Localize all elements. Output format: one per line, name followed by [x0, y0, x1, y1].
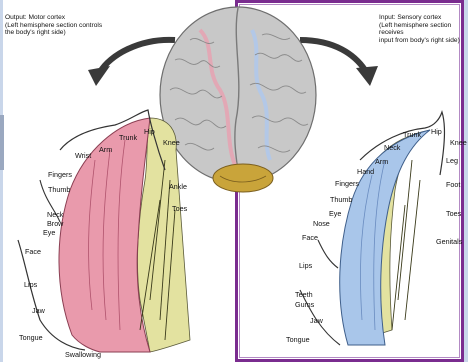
sensory-label-foot: Foot: [446, 181, 460, 188]
sensory-label-hand: Hand: [357, 168, 374, 175]
sensory-label-toes: Toes: [446, 210, 461, 217]
motor-label-jaw: Jaw: [32, 307, 45, 314]
sensory-label-neck: Neck: [384, 144, 400, 151]
sensory-label-eye: Eye: [329, 210, 341, 217]
motor-label-thumb: Thumb: [48, 186, 70, 193]
motor-label-eye: Eye: [43, 229, 55, 236]
sensory-label-jaw: Jaw: [310, 317, 323, 324]
motor-label-toes: Toes: [172, 205, 187, 212]
motor-cortex-title: Output: Motor cortex (Left hemisphere se…: [5, 14, 102, 37]
motor-label-swallowing: Swallowing: [65, 351, 101, 358]
motor-label-arm: Arm: [99, 146, 112, 153]
sensory-label-knee: Knee: [450, 139, 467, 146]
sensory-label-gums: Gums: [295, 301, 314, 308]
motor-title-line-2: (Left hemisphere section controls: [5, 22, 102, 30]
motor-label-neck: Neck: [47, 211, 63, 218]
slide-tab-left: [0, 115, 4, 170]
sensory-label-nose: Nose: [313, 220, 330, 227]
sensory-label-lips: Lips: [299, 262, 312, 269]
sensory-label-thumb: Thumb: [330, 196, 352, 203]
motor-title-line-1: Output: Motor cortex: [5, 14, 102, 22]
motor-label-wrist: Wrist: [75, 152, 91, 159]
sensory-title-line-1: Input: Sensory cortex: [379, 14, 468, 22]
motor-label-knee: Knee: [163, 139, 180, 146]
motor-arrow-head: [88, 66, 110, 86]
sensory-label-leg: Leg: [446, 157, 458, 164]
cerebellum: [213, 164, 273, 192]
motor-label-fingers: Fingers: [48, 171, 72, 178]
motor-label-hip: Hip: [144, 128, 155, 135]
sensory-title-line-3: input from body's right side): [379, 37, 468, 45]
sensory-label-genitals: Genitals: [436, 238, 462, 245]
motor-label-face: Face: [25, 248, 41, 255]
motor-label-tongue: Tongue: [19, 334, 43, 341]
sensory-label-teeth: Teeth: [295, 291, 313, 298]
sensory-title-line-2: (Left hemisphere section receives: [379, 22, 468, 37]
motor-label-lips: Lips: [24, 281, 37, 288]
motor-label-trunk: Trunk: [119, 134, 137, 141]
sensory-label-hip: Hip: [431, 128, 442, 135]
slide-edge-left: [0, 0, 3, 362]
sensory-cortex-title: Input: Sensory cortex (Left hemisphere s…: [379, 14, 468, 44]
sensory-arrow-head: [356, 66, 378, 86]
motor-title-line-3: the body's right side): [5, 29, 102, 37]
sensory-label-arm: Arm: [375, 158, 388, 165]
motor-label-ankle: Ankle: [169, 183, 187, 190]
sensory-label-face: Face: [302, 234, 318, 241]
brain-illustration: [160, 7, 316, 192]
sensory-cortex-section: [300, 112, 444, 345]
sensory-label-fingers: Fingers: [335, 180, 359, 187]
sensory-label-tongue: Tongue: [286, 336, 310, 343]
motor-label-brow: Brow: [47, 220, 63, 227]
sensory-label-trunk: Trunk: [403, 131, 421, 138]
